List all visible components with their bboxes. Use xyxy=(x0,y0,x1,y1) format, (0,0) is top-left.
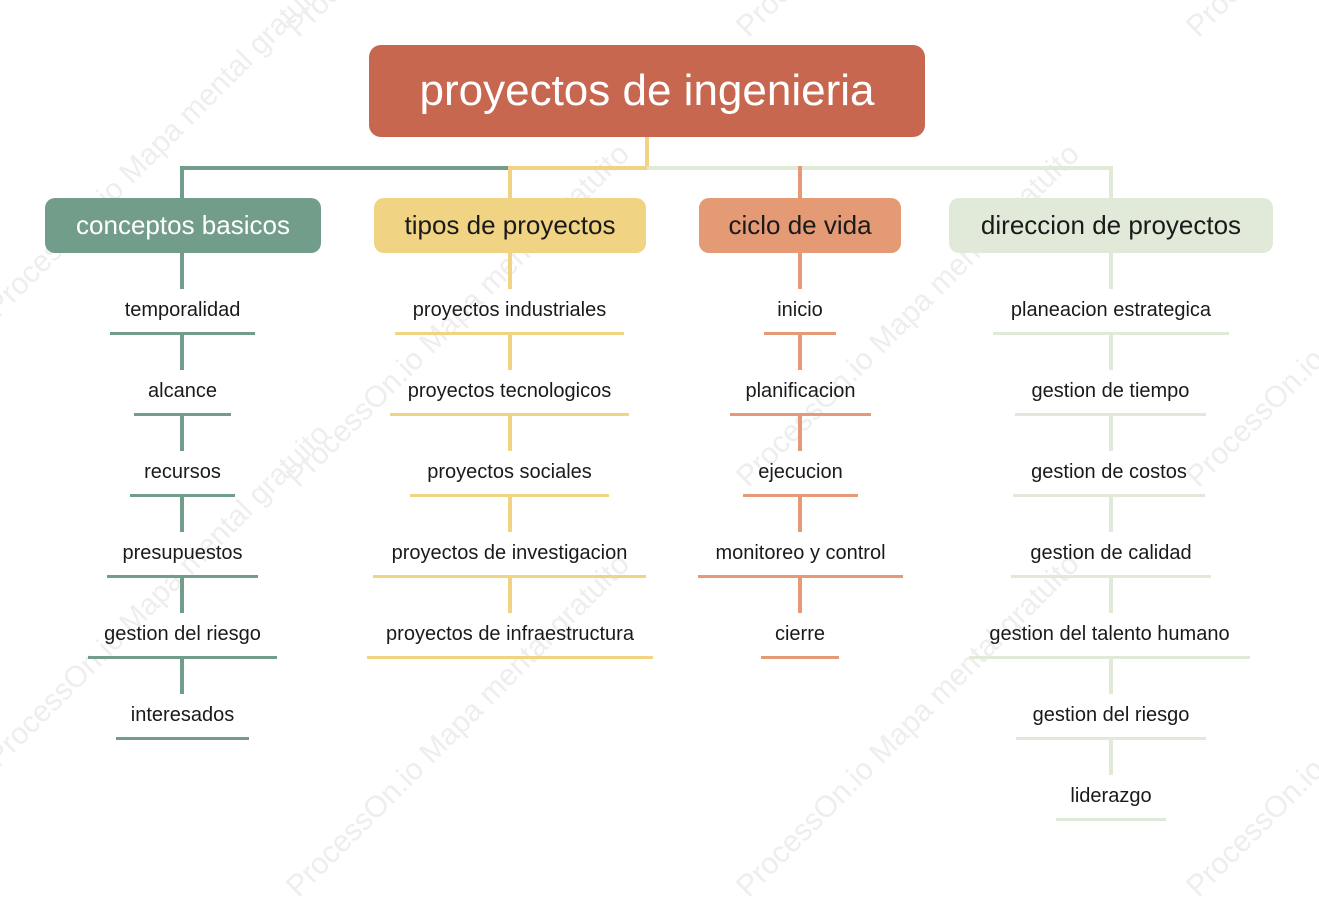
topic-item[interactable]: alcance xyxy=(134,370,231,416)
watermark-text: ProcessOn.io Mapa mental gratuito xyxy=(280,547,636,904)
topic-label: planeacion estrategica xyxy=(1010,299,1212,321)
topic-item[interactable]: gestion de costos xyxy=(1013,451,1205,497)
topic-label: proyectos sociales xyxy=(427,461,592,483)
topic-label: proyectos industriales xyxy=(412,299,607,321)
topic-label: planificacion xyxy=(745,380,856,402)
topic-item[interactable]: gestion del riesgo xyxy=(1016,694,1206,740)
topic-label: gestion de tiempo xyxy=(1031,380,1190,402)
branch-node-3[interactable]: ciclo de vida xyxy=(699,198,901,253)
topic-label: gestion de calidad xyxy=(1030,542,1192,564)
branch-label: conceptos basicos xyxy=(76,210,290,240)
topic-label: gestion de costos xyxy=(1031,461,1187,483)
topic-label: gestion del riesgo xyxy=(104,623,261,645)
watermark-text: ProcessOn.io Mapa mental gratuito xyxy=(1180,0,1319,44)
topic-item[interactable]: proyectos de infraestructura xyxy=(367,613,653,659)
topic-label: gestion del talento humano xyxy=(989,623,1230,645)
topic-label: gestion del riesgo xyxy=(1032,704,1190,726)
branch-node-1[interactable]: conceptos basicos xyxy=(45,198,321,253)
topic-item[interactable]: gestion de calidad xyxy=(1011,532,1211,578)
topic-label: temporalidad xyxy=(124,299,241,321)
topic-item[interactable]: proyectos sociales xyxy=(410,451,609,497)
topic-label: cierre xyxy=(774,623,825,645)
topic-item[interactable]: presupuestos xyxy=(107,532,258,578)
topic-item[interactable]: temporalidad xyxy=(110,289,255,335)
topic-label: interesados xyxy=(130,704,235,726)
topic-item[interactable]: gestion de tiempo xyxy=(1015,370,1206,416)
watermark-text: ProcessOn.io Mapa mental gratuito xyxy=(730,0,1087,44)
topic-item[interactable]: gestion del talento humano xyxy=(969,613,1250,659)
topic-item[interactable]: ejecucion xyxy=(743,451,858,497)
topic-label: recursos xyxy=(144,461,221,483)
topic-item[interactable]: proyectos tecnologicos xyxy=(390,370,629,416)
topic-label: monitoreo y control xyxy=(715,542,886,564)
topic-item[interactable]: proyectos de investigacion xyxy=(373,532,646,578)
branch-label: ciclo de vida xyxy=(728,210,872,240)
topic-item[interactable]: inicio xyxy=(764,289,836,335)
topic-label: proyectos tecnologicos xyxy=(407,380,612,402)
watermark-text: ProcessOn.io Mapa mental gratuito xyxy=(0,0,336,324)
topic-item[interactable]: cierre xyxy=(761,613,839,659)
topic-label: ejecucion xyxy=(758,461,843,483)
root-node[interactable]: proyectos de ingenieria xyxy=(369,45,925,137)
topic-label: proyectos de investigacion xyxy=(391,542,628,564)
topic-label: liderazgo xyxy=(1070,785,1152,807)
topic-item[interactable]: planificacion xyxy=(730,370,871,416)
topic-label: inicio xyxy=(777,299,823,321)
branch-node-4[interactable]: direccion de proyectos xyxy=(949,198,1273,253)
topic-item[interactable]: liderazgo xyxy=(1056,775,1166,821)
topic-item[interactable]: gestion del riesgo xyxy=(88,613,277,659)
topic-item[interactable]: planeacion estrategica xyxy=(993,289,1229,335)
topic-item[interactable]: monitoreo y control xyxy=(698,532,903,578)
topic-item[interactable]: proyectos industriales xyxy=(395,289,624,335)
branch-label: direccion de proyectos xyxy=(980,210,1242,240)
topic-label: presupuestos xyxy=(122,542,243,564)
branch-node-2[interactable]: tipos de proyectos xyxy=(374,198,646,253)
root-label: proyectos de ingenieria xyxy=(419,66,875,115)
topic-label: alcance xyxy=(148,380,217,402)
topic-item[interactable]: recursos xyxy=(130,451,235,497)
topic-item[interactable]: interesados xyxy=(116,694,249,740)
topic-label: proyectos de infraestructura xyxy=(386,623,634,645)
watermark-text: ProcessOn.io Mapa mental gratuito xyxy=(280,0,637,44)
branch-label: tipos de proyectos xyxy=(404,210,616,240)
